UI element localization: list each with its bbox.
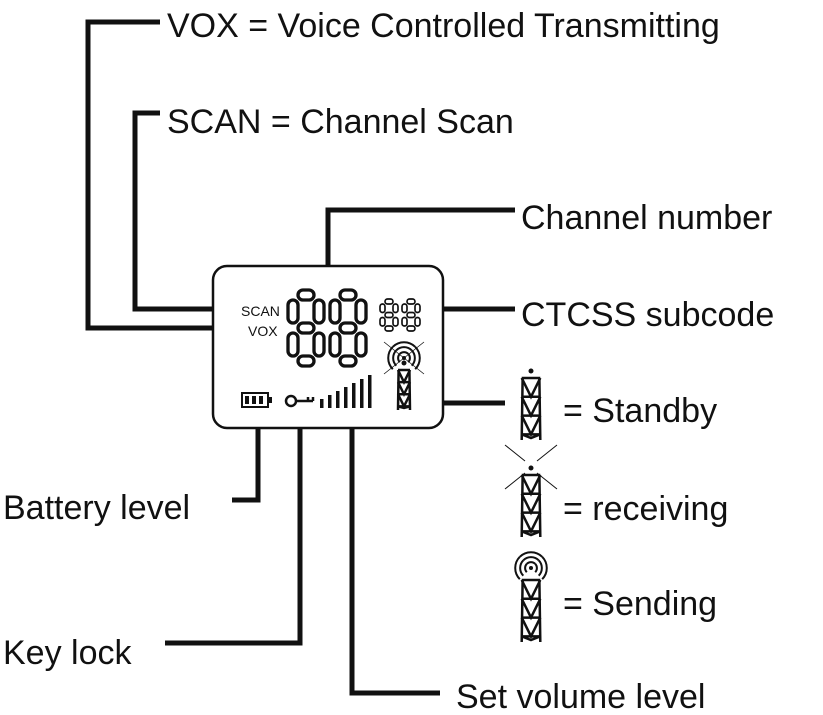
channel-digit-2	[328, 288, 368, 368]
battery-leader-line	[232, 414, 261, 503]
channel-digit-1	[286, 288, 326, 368]
channel-number-label: Channel number	[521, 199, 772, 237]
vox-leader-line	[85, 19, 238, 331]
volume-bar	[344, 387, 348, 408]
keylock-leader-line	[165, 414, 303, 646]
volume-bar	[336, 391, 340, 408]
volume-bars-icon	[320, 375, 372, 408]
tower-standby-icon	[520, 368, 542, 441]
tower-sending-icon	[514, 551, 548, 643]
standby-label: = Standby	[563, 392, 717, 430]
volume-leader-line	[349, 414, 440, 696]
key-lock-label: Key lock	[3, 634, 132, 672]
lcd-vox-text: VOX	[248, 323, 278, 339]
volume-bar	[328, 395, 332, 408]
battery-bar	[259, 396, 263, 404]
ctcss-digit-1	[379, 298, 399, 332]
volume-bar	[320, 399, 324, 408]
volume-level-label: Set volume level	[456, 678, 705, 715]
volume-bar	[368, 375, 372, 408]
lcd-digits	[286, 288, 421, 368]
battery-icon	[241, 392, 272, 408]
vox-label: VOX = Voice Controlled Transmitting	[167, 7, 720, 45]
volume-bar	[352, 383, 356, 408]
lcd-tower-icon	[383, 341, 425, 411]
ctcss-digit-2	[401, 298, 421, 332]
receiving-label: = receiving	[563, 490, 728, 528]
tower-receiving-icon	[504, 444, 558, 538]
volume-bar	[360, 379, 364, 408]
battery-level-label: Battery level	[3, 489, 190, 527]
battery-bar	[245, 396, 249, 404]
battery-bar	[252, 396, 256, 404]
channel-leader-line	[325, 207, 515, 285]
ctcss-label: CTCSS subcode	[521, 296, 774, 334]
lcd-scan-text: SCAN	[241, 303, 280, 319]
scan-label: SCAN = Channel Scan	[167, 103, 514, 141]
scan-leader-line	[132, 110, 238, 312]
sending-label: = Sending	[563, 585, 717, 623]
key-icon	[284, 394, 315, 408]
